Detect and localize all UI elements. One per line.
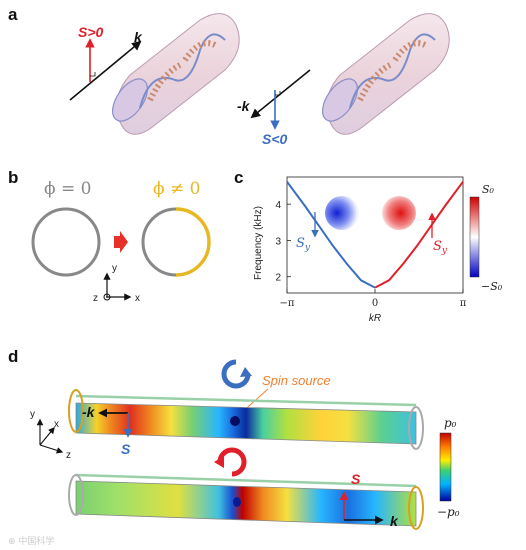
chart-ylabel: Frequency (kHz) [253, 206, 264, 280]
right-angle-mark-2 [275, 91, 281, 96]
chart-xlabel: kR [369, 313, 381, 324]
rotation-ccw-blue-icon [221, 359, 251, 389]
chart-frame [286, 176, 464, 294]
panel-a-label: a [8, 5, 18, 24]
y-tick-label-0: 2 [275, 273, 281, 284]
circle-phi-zero [31, 207, 101, 277]
top-k-label: -k [82, 404, 96, 420]
y-tick-label-2: 4 [275, 200, 281, 211]
top-pipe [68, 389, 424, 450]
dispersion-series-0 [286, 181, 376, 289]
panel-b: b ϕ = 0 ϕ ≠ 0 y x z [8, 168, 211, 304]
k-label: k [134, 29, 143, 45]
inset-red-sphere [382, 196, 416, 230]
phi-zero-label: ϕ = 0 [44, 179, 91, 199]
circle-phi-nonzero-arc [175, 207, 211, 277]
d-axis-x-arrow [39, 426, 55, 446]
spin-colorbar [469, 196, 480, 278]
x-tick-label-0: −π [280, 298, 295, 309]
axis-y-label: y [112, 263, 117, 274]
axis-x-label: x [135, 293, 140, 304]
rotation-cw-red-icon [217, 447, 247, 477]
pressure-colorbar [439, 432, 452, 502]
panel-c: c Frequency (kHz) 2 3 4 −π 0 π kR Sy Sy S₀ −S₀ [234, 168, 503, 324]
spin-negative-label: S<0 [262, 131, 288, 147]
phi-nonzero-label: ϕ ≠ 0 [153, 179, 200, 199]
dispersion-chart: 2 3 4 −π 0 π kR [275, 176, 467, 324]
panel-a: a S>0 k -k S<0 [8, 5, 450, 147]
panel-d: d Spin source -k S [8, 347, 460, 530]
k-vector-arrow [69, 40, 142, 101]
d-axis-x-label: x [54, 419, 59, 430]
axis-z-label: z [93, 293, 98, 304]
spin-positive-label: S>0 [78, 24, 104, 40]
right-helix-tube [321, 13, 450, 135]
sy-left-label: Sy [296, 236, 311, 253]
spin-source-label: Spin source [262, 373, 331, 388]
p-colorbar-top-label: p₀ [444, 416, 457, 430]
panel-d-label: d [8, 347, 18, 366]
d-axis-y-label: y [30, 409, 35, 420]
colorbar-bottom-label: −S₀ [481, 280, 503, 293]
x-tick-label-1: 0 [372, 298, 378, 309]
axis-z-dot [103, 293, 111, 301]
inset-blue-sphere [325, 196, 359, 230]
sy-right-label: Sy [433, 239, 448, 256]
neg-k-vector-arrow [250, 69, 311, 119]
colorbar-top-label: S₀ [482, 183, 495, 196]
dispersion-series-1 [374, 181, 464, 289]
panel-b-label: b [8, 168, 18, 187]
bottom-k-label: k [390, 513, 399, 529]
y-tick-label-1: 3 [275, 236, 281, 247]
p-colorbar-bottom-label: −p₀ [437, 505, 460, 519]
transition-arrow [114, 231, 128, 253]
bottom-s-label: S [351, 471, 361, 487]
watermark: ⊕ 中国科学 [8, 535, 54, 547]
top-s-label: S [121, 441, 131, 457]
d-axis-z-arrow [39, 444, 64, 454]
d-axis-z-label: z [66, 450, 71, 461]
right-angle-mark [90, 72, 96, 77]
neg-k-label: -k [237, 98, 251, 114]
panel-c-label: c [234, 168, 243, 187]
left-helix-tube [111, 13, 240, 135]
x-tick-label-2: π [460, 298, 467, 309]
bottom-pipe [68, 473, 424, 530]
